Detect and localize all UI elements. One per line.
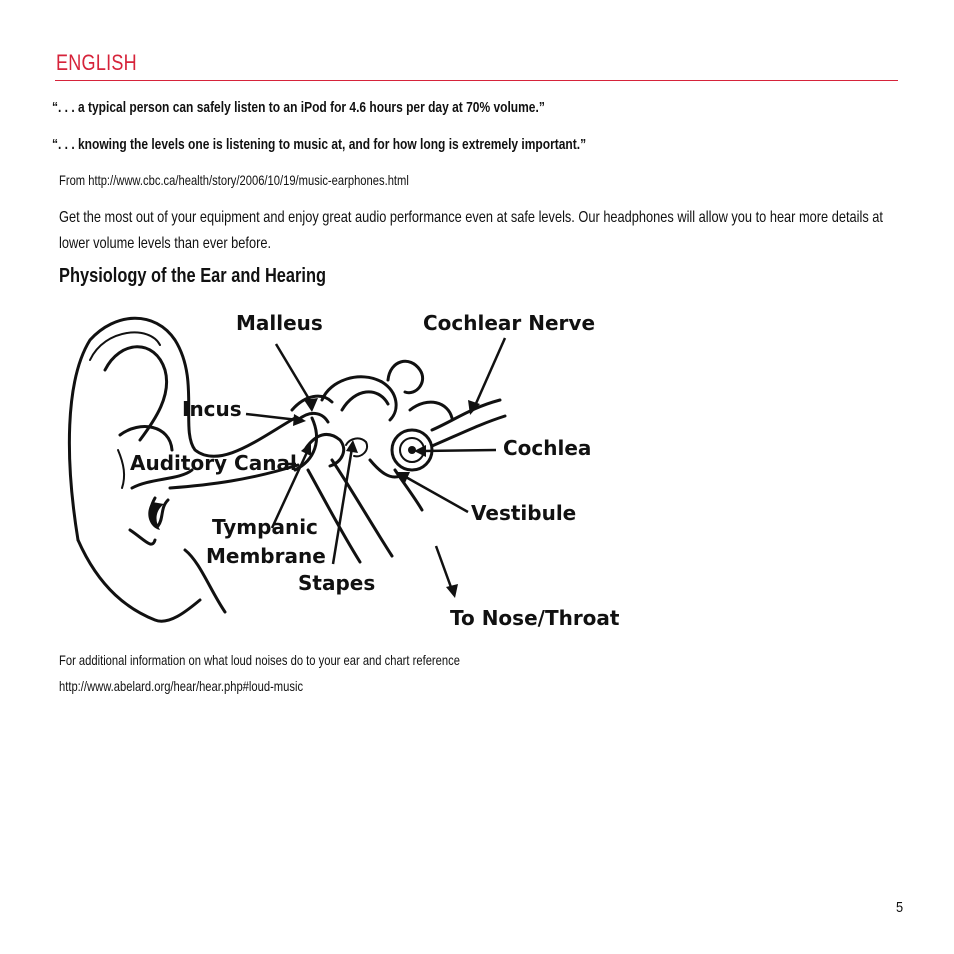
diagram-labels: Malleus Cochlear Nerve Incus Cochlea Aud… — [130, 311, 620, 630]
cochlea-label: Cochlea — [503, 436, 591, 460]
additional-info-link[interactable]: http://www.abelard.org/hear/hear.php#lou… — [59, 678, 304, 694]
vestibule-label: Vestibule — [471, 501, 576, 525]
malleus-pointer-arrow — [304, 398, 318, 412]
ear-anatomy-diagram: Malleus Cochlear Nerve Incus Cochlea Aud… — [60, 300, 640, 640]
stapes-pointer-arrow — [346, 440, 358, 453]
page-number: 5 — [896, 899, 904, 916]
stapes-pointer — [331, 447, 354, 565]
ear-diagram-svg: Malleus Cochlear Nerve Incus Cochlea Aud… — [67, 311, 620, 630]
vestibule-pointer-arrow — [397, 472, 410, 483]
cochlear-nerve-pointer-arrow — [468, 400, 480, 415]
additional-info-note: For additional information on what loud … — [59, 652, 460, 668]
stapes-label: Stapes — [298, 571, 375, 595]
tympanic-label: Tympanic — [212, 515, 318, 539]
malleus-label: Malleus — [236, 311, 323, 335]
auditory-canal-label: Auditory Canal — [130, 451, 297, 475]
incus-pointer-arrow — [293, 414, 306, 426]
ear-physiology-heading: Physiology of the Ear and Hearing — [59, 265, 327, 287]
cochlea-pointer-arrow — [414, 445, 426, 457]
tympanic-membrane-pointer — [270, 449, 310, 529]
nose-throat-label: To Nose/Throat — [450, 606, 620, 630]
membrane-label: Membrane — [206, 544, 326, 568]
label-pointers — [245, 337, 507, 598]
quote-ipod-listening: “. . . a typical person can safely liste… — [52, 99, 545, 116]
section-title: ENGLISH — [56, 50, 137, 75]
vestibule-pointer — [403, 474, 469, 514]
source-citation: From http://www.cbc.ca/health/story/2006… — [59, 172, 409, 188]
cochlear-nerve-pointer — [472, 337, 507, 409]
intro-paragraph: Get the most out of your equipment and e… — [59, 209, 883, 252]
incus-pointer — [245, 412, 299, 422]
cochlear-nerve-label: Cochlear Nerve — [423, 311, 595, 335]
cochlea-pointer — [421, 448, 497, 453]
header-divider — [55, 80, 898, 81]
nose-throat-pointer — [434, 545, 454, 591]
malleus-pointer — [274, 343, 314, 405]
incus-label: Incus — [182, 397, 242, 421]
nose-throat-pointer-arrow — [446, 584, 458, 598]
tympanic-membrane-pointer-arrow — [301, 442, 311, 456]
quote-listening-levels: “. . . knowing the levels one is listeni… — [52, 136, 587, 153]
